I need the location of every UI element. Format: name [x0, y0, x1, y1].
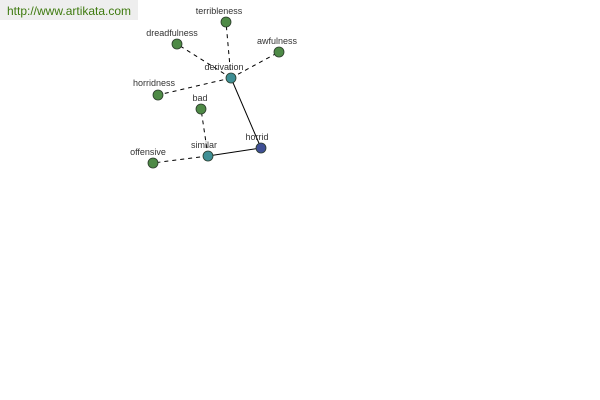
node-label-similar: similar: [191, 140, 217, 150]
node-label-offensive: offensive: [130, 147, 166, 157]
node-dreadfulness[interactable]: [171, 38, 183, 50]
edge-derivation-awfulness: [230, 51, 280, 79]
node-derivation[interactable]: [225, 72, 237, 84]
node-label-terribleness: terribleness: [196, 6, 243, 16]
node-label-bad: bad: [192, 93, 207, 103]
nodes-layer: [147, 16, 285, 169]
node-offensive[interactable]: [147, 157, 159, 169]
node-bad[interactable]: [195, 103, 207, 115]
labels-layer: terribleness dreadfulness awfulness derivat…: [130, 6, 297, 157]
node-terribleness[interactable]: [220, 16, 232, 28]
node-horrid[interactable]: [255, 142, 267, 154]
node-horridness[interactable]: [152, 89, 164, 101]
node-label-dreadfulness: dreadfulness: [146, 28, 198, 38]
edge-horrid-similar: [207, 147, 262, 157]
node-label-derivation: derivation: [204, 62, 243, 72]
node-awfulness[interactable]: [273, 46, 285, 58]
edge-horrid-derivation: [230, 77, 262, 149]
node-label-horrid: horrid: [245, 132, 268, 142]
node-label-awfulness: awfulness: [257, 36, 298, 46]
edge-similar-offensive: [152, 155, 209, 164]
source-link[interactable]: http://www.artikata.com: [0, 0, 138, 20]
edge-derivation-terribleness: [225, 21, 232, 79]
edge-derivation-dreadfulness: [176, 43, 232, 79]
node-similar[interactable]: [202, 150, 214, 162]
edges-layer: [152, 21, 280, 164]
node-label-horridness: horridness: [133, 78, 176, 88]
